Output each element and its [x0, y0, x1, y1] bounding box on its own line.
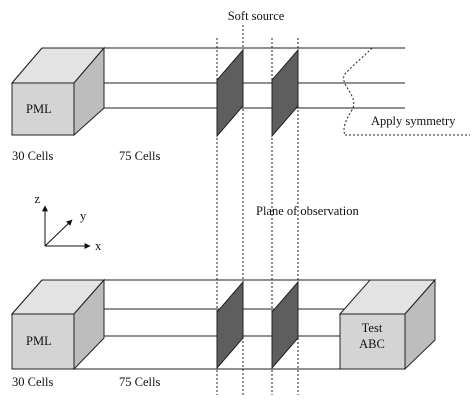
symmetry-curve: [343, 47, 373, 136]
bottom-domain: [10, 278, 437, 371]
plane-of-observation-label: Plane of observation: [256, 204, 360, 218]
top-source-plane-1: [216, 48, 244, 138]
soft-source-label: Soft source: [228, 9, 285, 23]
top-cells-pml-label: 30 Cells: [12, 149, 53, 163]
top-pml-cube: [10, 46, 106, 137]
bottom-cells-pml-label: 30 Cells: [12, 375, 53, 389]
axis-x-label: x: [95, 239, 102, 253]
bottom-source-plane-1: [216, 280, 244, 370]
axis-y-label: y: [80, 209, 87, 223]
apply-symmetry-label: Apply symmetry: [371, 114, 456, 128]
top-cells-free-label: 75 Cells: [119, 149, 160, 163]
top-source-plane-2: [271, 48, 299, 138]
top-domain: [10, 46, 470, 138]
bottom-pml-cube: [10, 278, 106, 371]
axes-triad: [42, 205, 91, 249]
bottom-cells-free-label: 75 Cells: [119, 375, 160, 389]
bottom-pml-label: PML: [26, 334, 52, 348]
test-abc-label-line2: ABC: [359, 337, 385, 351]
plane-guide-lines: [216, 25, 299, 395]
test-abc-cube: [338, 278, 437, 371]
top-dotted-extensions: [345, 82, 470, 136]
bottom-source-plane-2: [271, 280, 299, 370]
axis-z-label: z: [34, 192, 40, 206]
top-pml-label: PML: [26, 102, 52, 116]
test-abc-label-line1: Test: [362, 321, 383, 335]
